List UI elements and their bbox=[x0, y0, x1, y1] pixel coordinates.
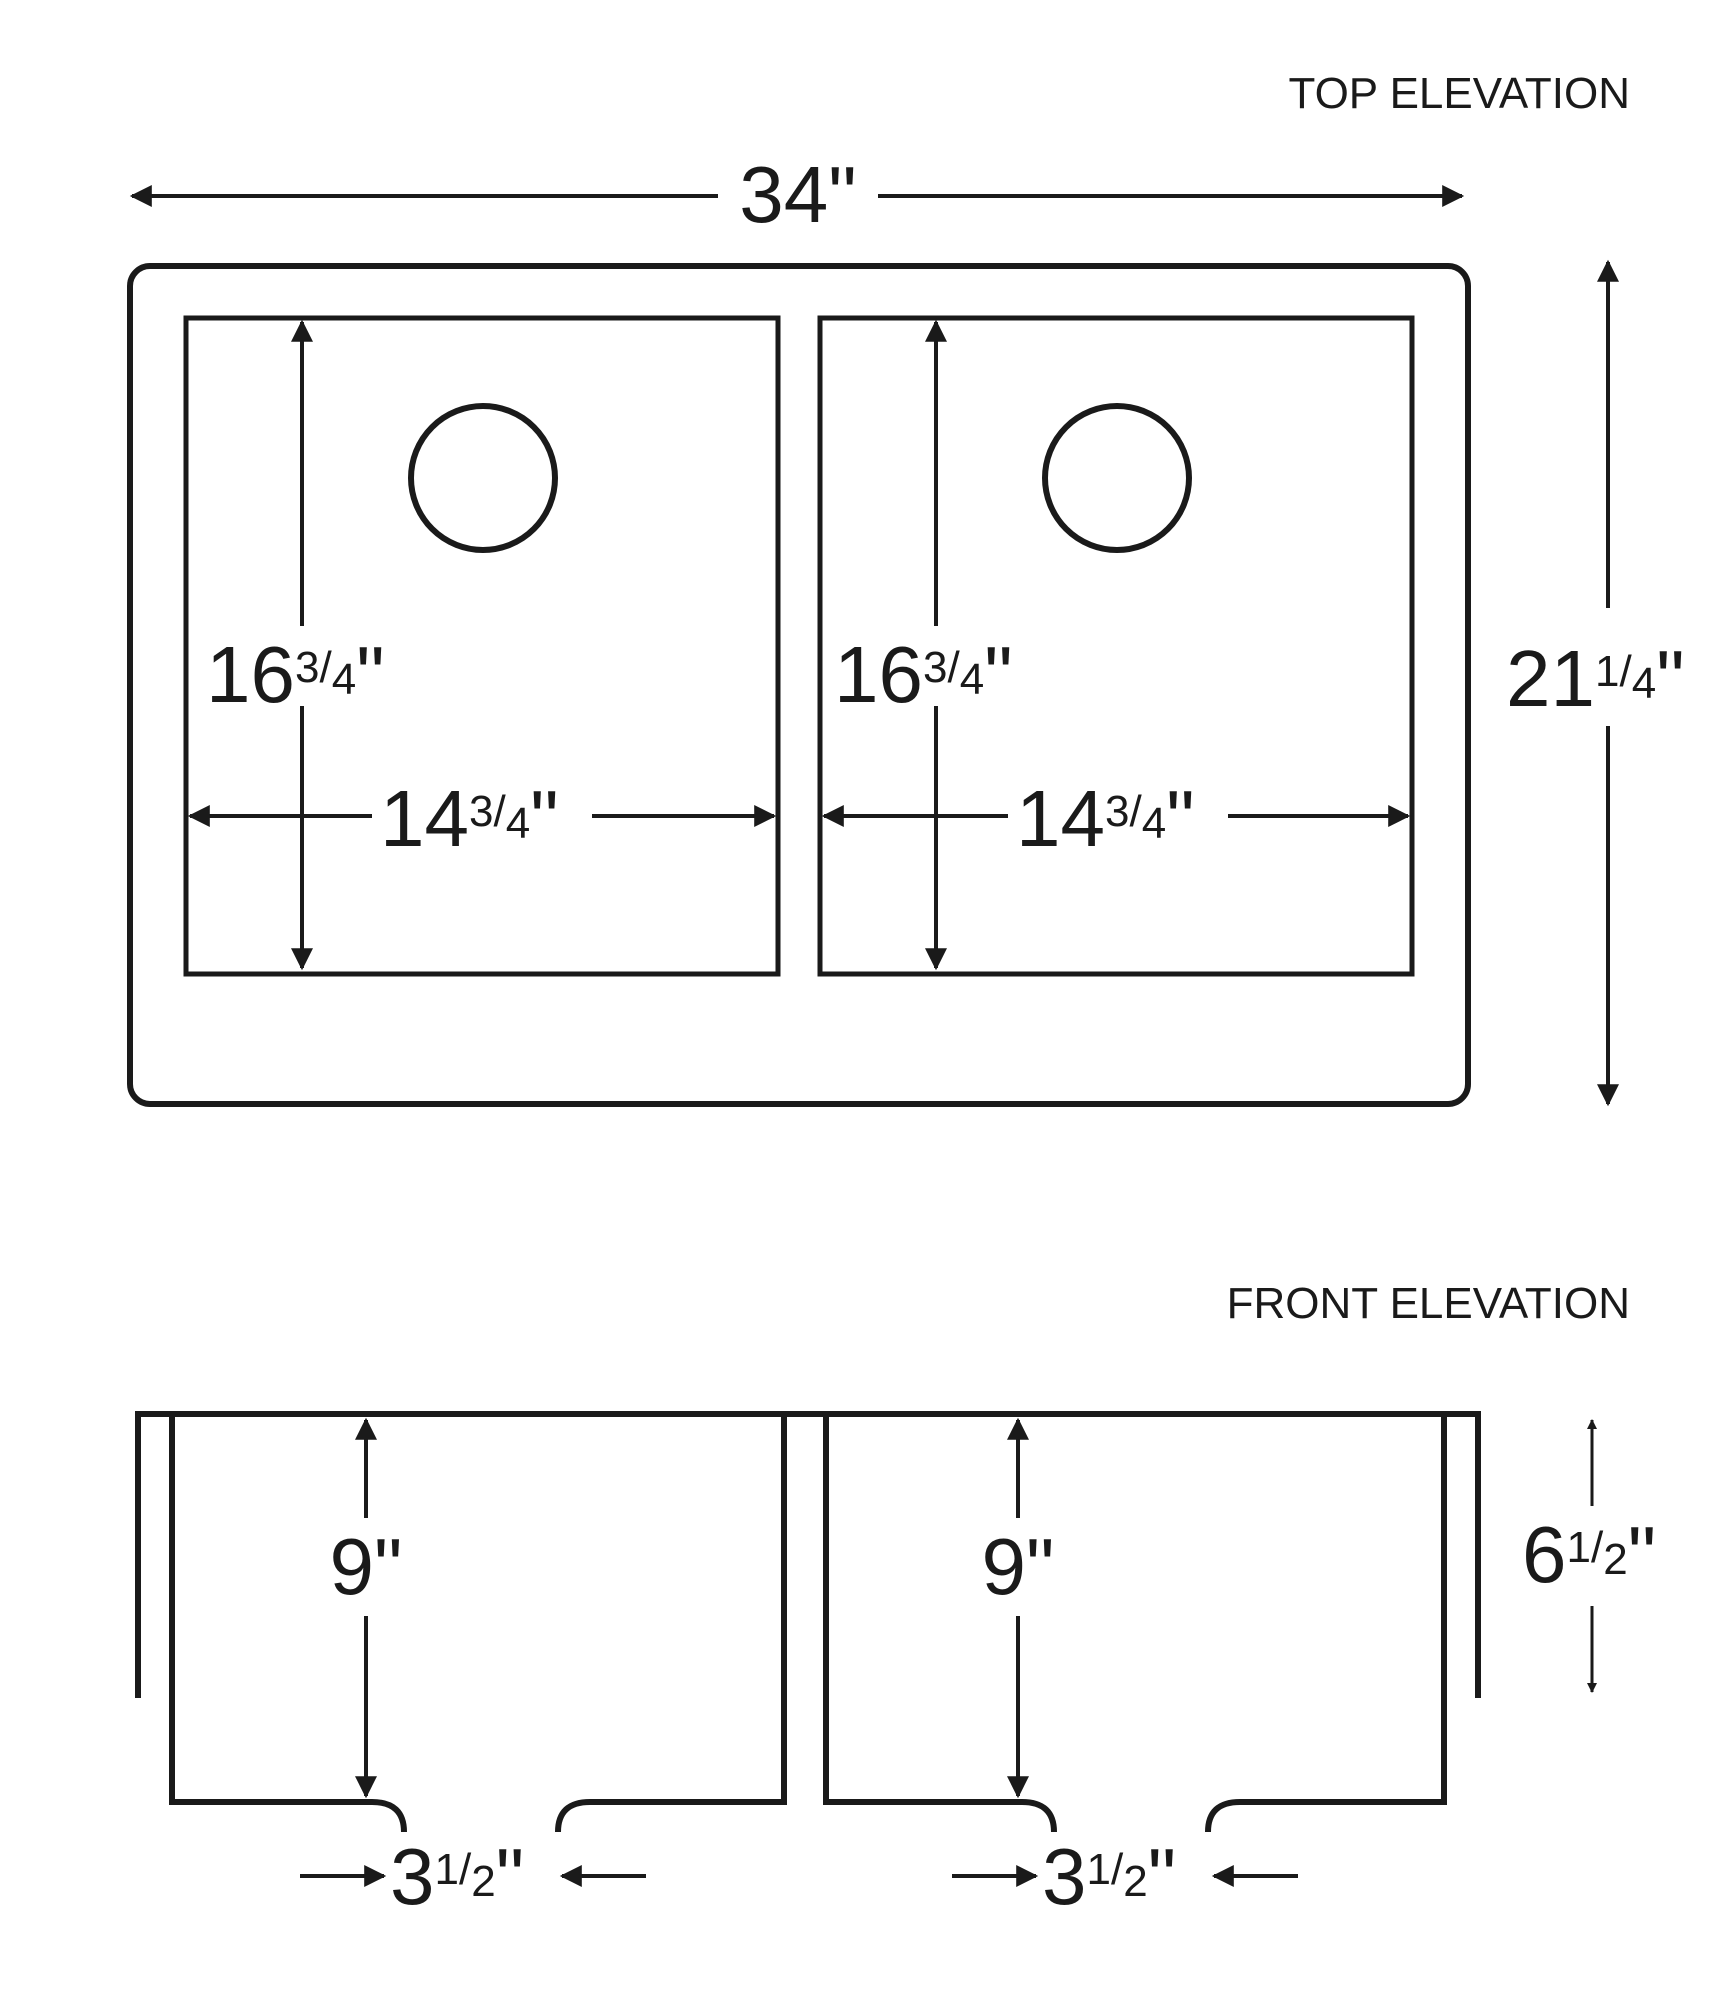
front-outer-profile bbox=[135, 1411, 1481, 1698]
right-bowl-top: 163/4" 143/4" bbox=[817, 315, 1415, 977]
left-bowl-width-label: 143/4" bbox=[380, 774, 559, 863]
top-elevation-title: TOP ELEVATION bbox=[1288, 69, 1630, 118]
right-bowl-profile-left bbox=[823, 1414, 1057, 1833]
right-drain bbox=[1042, 403, 1192, 553]
overall-depth-label: 211/4" bbox=[1506, 634, 1685, 723]
right-bowl-front-depth-label: 9" bbox=[982, 1522, 1055, 1611]
left-drain-offset-dimension: 31/2" bbox=[300, 1832, 646, 1921]
overall-width-dimension: 34" bbox=[129, 150, 1465, 239]
right-bowl-width-label: 143/4" bbox=[1016, 774, 1195, 863]
left-bowl-depth-label: 163/4" bbox=[206, 630, 385, 719]
left-drain bbox=[408, 403, 558, 553]
left-bowl-front-depth: 9" bbox=[330, 1417, 403, 1799]
sink-outline bbox=[127, 263, 1471, 1107]
right-bowl-depth-label: 163/4" bbox=[834, 630, 1013, 719]
left-bowl-profile-left bbox=[169, 1414, 407, 1833]
apron-height-dimension: 61/2" bbox=[1522, 1419, 1656, 1693]
left-bowl-profile-right bbox=[555, 1414, 787, 1833]
right-bowl-profile-right bbox=[1205, 1414, 1447, 1833]
left-bowl-front-depth-label: 9" bbox=[330, 1522, 403, 1611]
right-bowl-rim bbox=[817, 315, 1415, 977]
apron-height-label: 61/2" bbox=[1522, 1510, 1656, 1599]
overall-depth-dimension: 211/4" bbox=[1506, 259, 1685, 1107]
left-bowl-rim bbox=[183, 315, 781, 977]
right-bowl-front-depth: 9" bbox=[982, 1417, 1055, 1799]
right-drain-offset-dimension: 31/2" bbox=[952, 1832, 1298, 1921]
left-drain-offset-label: 31/2" bbox=[390, 1832, 524, 1921]
overall-width-label: 34" bbox=[739, 150, 856, 239]
left-bowl-top: 163/4" 143/4" bbox=[183, 315, 781, 977]
right-bowl-depth-label-bg bbox=[832, 626, 1048, 706]
right-drain-offset-label: 31/2" bbox=[1042, 1832, 1176, 1921]
front-elevation-title: FRONT ELEVATION bbox=[1227, 1279, 1630, 1328]
left-bowl-depth-label-bg bbox=[200, 626, 416, 706]
